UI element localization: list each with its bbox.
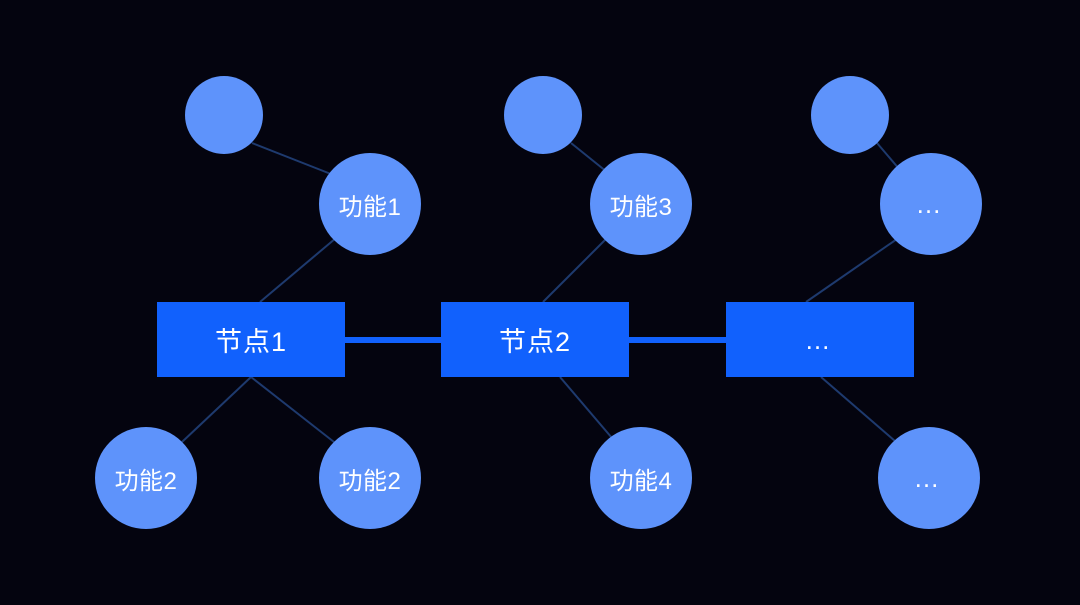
edge-func1-node1: [259, 237, 337, 303]
circle-node-plain-3[interactable]: [811, 76, 889, 154]
circle-node-ellipsis-bottom[interactable]: …: [878, 427, 980, 529]
rect-node-2[interactable]: 节点2: [441, 302, 629, 377]
circle-node-function-2a[interactable]: 功能2: [95, 427, 197, 529]
thin-edges: [181, 142, 901, 443]
circle-node-function-4-label: 功能4: [609, 467, 673, 495]
circle-node-plain-2[interactable]: [504, 76, 582, 154]
circle-node-plain-1[interactable]: [185, 76, 263, 154]
edge-func3-node2: [542, 238, 607, 303]
circle-node-function-1-label: 功能1: [338, 193, 402, 221]
circle-node-function-3[interactable]: 功能3: [590, 153, 692, 255]
circle-node-function-1[interactable]: 功能1: [319, 153, 421, 255]
edge-plain2-func3: [570, 142, 608, 173]
circle-node-function-2a-label: 功能2: [114, 467, 178, 495]
edge-node2-func4: [559, 376, 613, 439]
edge-plain1-func1: [251, 142, 337, 177]
circle-node-function-2b-label: 功能2: [338, 467, 402, 495]
rect-node-3-label: …: [804, 324, 836, 355]
edge-node3-dotsbottom: [820, 376, 896, 442]
rect-node-2-label: 节点2: [498, 327, 572, 357]
circle-node-ellipsis-bottom-label: …: [913, 463, 945, 493]
circle-node-function-2b[interactable]: 功能2: [319, 427, 421, 529]
rect-node-3[interactable]: …: [726, 302, 914, 377]
circle-node-ellipsis-top[interactable]: …: [880, 153, 982, 255]
edge-node1-func2a: [181, 376, 252, 443]
circle-node-ellipsis-top-label: …: [915, 189, 947, 219]
edge-dotstop-node3: [805, 238, 898, 303]
circle-node-function-4[interactable]: 功能4: [590, 427, 692, 529]
edge-node1-func2b: [250, 376, 335, 443]
rect-node-1-label: 节点1: [214, 327, 288, 357]
circle-node-function-3-label: 功能3: [609, 193, 673, 221]
rect-node-1[interactable]: 节点1: [157, 302, 345, 377]
